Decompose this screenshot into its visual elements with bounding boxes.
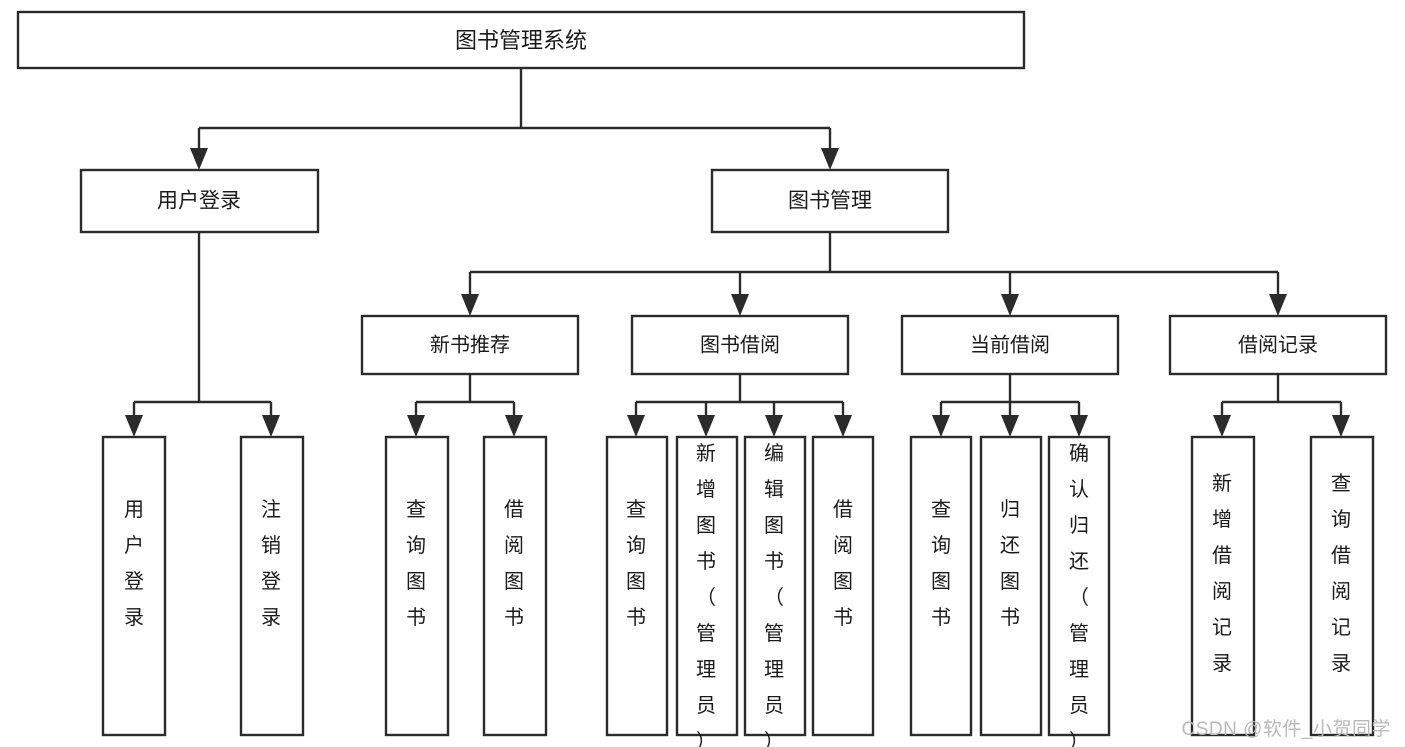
leaf-query-books-new[interactable]: 查询图书 xyxy=(384,435,450,737)
node-current-borrow[interactable]: 当前借阅 xyxy=(900,314,1120,376)
leaf-query-books-borrow-label: 查询图书 xyxy=(626,498,646,629)
leaf-add-borrow-record-label: 新增借阅记录 xyxy=(1212,472,1232,675)
leaf-edit-book-admin-label: 编辑图书（管理员） xyxy=(764,442,784,747)
node-book-management-label: 图书管理 xyxy=(788,190,872,213)
node-root-book-management-system[interactable]: 图书管理系统 xyxy=(16,10,1026,70)
leaf-query-books-new-label: 查询图书 xyxy=(406,498,426,629)
node-root-box xyxy=(16,10,1026,70)
arrowhead-icon xyxy=(1070,415,1088,437)
leaf-confirm-return-admin-label: 确认归还（管理员） xyxy=(1069,442,1089,747)
leaf-query-borrow-record[interactable]: 查询借阅记录 xyxy=(1309,435,1375,737)
leaf-logout-box xyxy=(239,435,305,737)
arrowhead-icon xyxy=(461,294,479,316)
leaf-return-books-box xyxy=(979,435,1043,737)
leaf-query-borrow-record-label: 查询借阅记录 xyxy=(1331,472,1351,675)
arrowhead-icon xyxy=(627,415,645,437)
node-new-book-recommend[interactable]: 新书推荐 xyxy=(360,314,580,376)
leaf-logout[interactable]: 注销登录 xyxy=(239,435,305,737)
node-borrow-records[interactable]: 借阅记录 xyxy=(1168,314,1388,376)
leaf-user-login-label: 用户登录 xyxy=(124,499,144,629)
leaf-confirm-return-admin-box xyxy=(1047,435,1111,737)
node-borrow-records-box xyxy=(1168,314,1388,376)
node-book-management-box xyxy=(710,168,950,234)
arrowhead-icon xyxy=(1001,294,1019,316)
arrowhead-icon xyxy=(125,415,143,437)
leaf-borrow-books-borrow-box xyxy=(811,435,875,737)
leaf-user-login[interactable]: 用户登录 xyxy=(101,435,167,737)
leaf-query-books-new-box xyxy=(384,435,450,737)
leaf-add-book-admin[interactable]: 新增图书（管理员） xyxy=(675,435,739,747)
arrowhead-icon xyxy=(1332,415,1350,437)
leaf-query-borrow-record-box xyxy=(1309,435,1375,737)
node-user-login[interactable]: 用户登录 xyxy=(79,168,320,234)
leaf-add-book-admin-label: 新增图书（管理员） xyxy=(696,442,716,747)
arrowhead-icon xyxy=(765,415,783,437)
leaf-borrow-books-new-box xyxy=(482,435,548,737)
node-book-borrow-box xyxy=(630,314,850,376)
node-user-login-box xyxy=(79,168,320,234)
arrowhead-icon xyxy=(1269,294,1287,316)
leaf-logout-label: 注销登录 xyxy=(261,498,281,629)
arrowhead-icon xyxy=(821,148,839,170)
node-new-book-recommend-box xyxy=(360,314,580,376)
leaf-user-login-box xyxy=(101,435,167,737)
leaf-edit-book-admin[interactable]: 编辑图书（管理员） xyxy=(743,435,807,747)
leaf-add-borrow-record[interactable]: 新增借阅记录 xyxy=(1190,435,1256,737)
arrowhead-icon xyxy=(1213,415,1231,437)
leaf-add-borrow-record-box xyxy=(1190,435,1256,737)
leaf-edit-book-admin-box xyxy=(743,435,807,737)
arrowhead-icon xyxy=(262,415,280,437)
arrowhead-icon xyxy=(731,294,749,316)
node-current-borrow-label: 当前借阅 xyxy=(970,333,1050,356)
leaf-return-books-label: 归还图书 xyxy=(1000,498,1020,629)
leaf-borrow-books-new-label: 借阅图书 xyxy=(504,498,524,629)
node-borrow-records-label: 借阅记录 xyxy=(1238,333,1318,356)
arrowhead-icon xyxy=(407,415,425,437)
leaf-query-books-current-box xyxy=(909,435,973,737)
leaf-query-books-current[interactable]: 查询图书 xyxy=(909,435,973,737)
node-book-borrow[interactable]: 图书借阅 xyxy=(630,314,850,376)
leaf-query-books-borrow[interactable]: 查询图书 xyxy=(605,435,669,737)
arrowhead-icon xyxy=(190,148,208,170)
arrowhead-icon xyxy=(1001,415,1019,437)
node-new-book-recommend-label: 新书推荐 xyxy=(430,333,510,356)
leaf-node-layer: 用户登录 注销登录 查询图书 借阅图书 查询图书 新增图书（管理员） xyxy=(101,435,1375,747)
leaf-add-book-admin-box xyxy=(675,435,739,737)
leaf-borrow-books-new[interactable]: 借阅图书 xyxy=(482,435,548,737)
arrowhead-icon xyxy=(505,415,523,437)
node-user-login-label: 用户登录 xyxy=(157,190,241,213)
node-current-borrow-box xyxy=(900,314,1120,376)
leaf-query-books-borrow-box xyxy=(605,435,669,737)
leaf-borrow-books-borrow[interactable]: 借阅图书 xyxy=(811,435,875,737)
node-book-borrow-label: 图书借阅 xyxy=(700,333,780,356)
leaf-confirm-return-admin[interactable]: 确认归还（管理员） xyxy=(1047,435,1111,747)
arrowhead-icon xyxy=(834,415,852,437)
arrowhead-icon xyxy=(697,415,715,437)
node-book-management[interactable]: 图书管理 xyxy=(710,168,950,234)
arrowhead-icon xyxy=(932,415,950,437)
node-root-label: 图书管理系统 xyxy=(455,28,587,53)
leaf-borrow-books-borrow-label: 借阅图书 xyxy=(833,498,853,629)
arrowhead-layer xyxy=(125,148,1350,437)
leaf-query-books-current-label: 查询图书 xyxy=(931,498,951,629)
leaf-return-books[interactable]: 归还图书 xyxy=(979,435,1043,737)
